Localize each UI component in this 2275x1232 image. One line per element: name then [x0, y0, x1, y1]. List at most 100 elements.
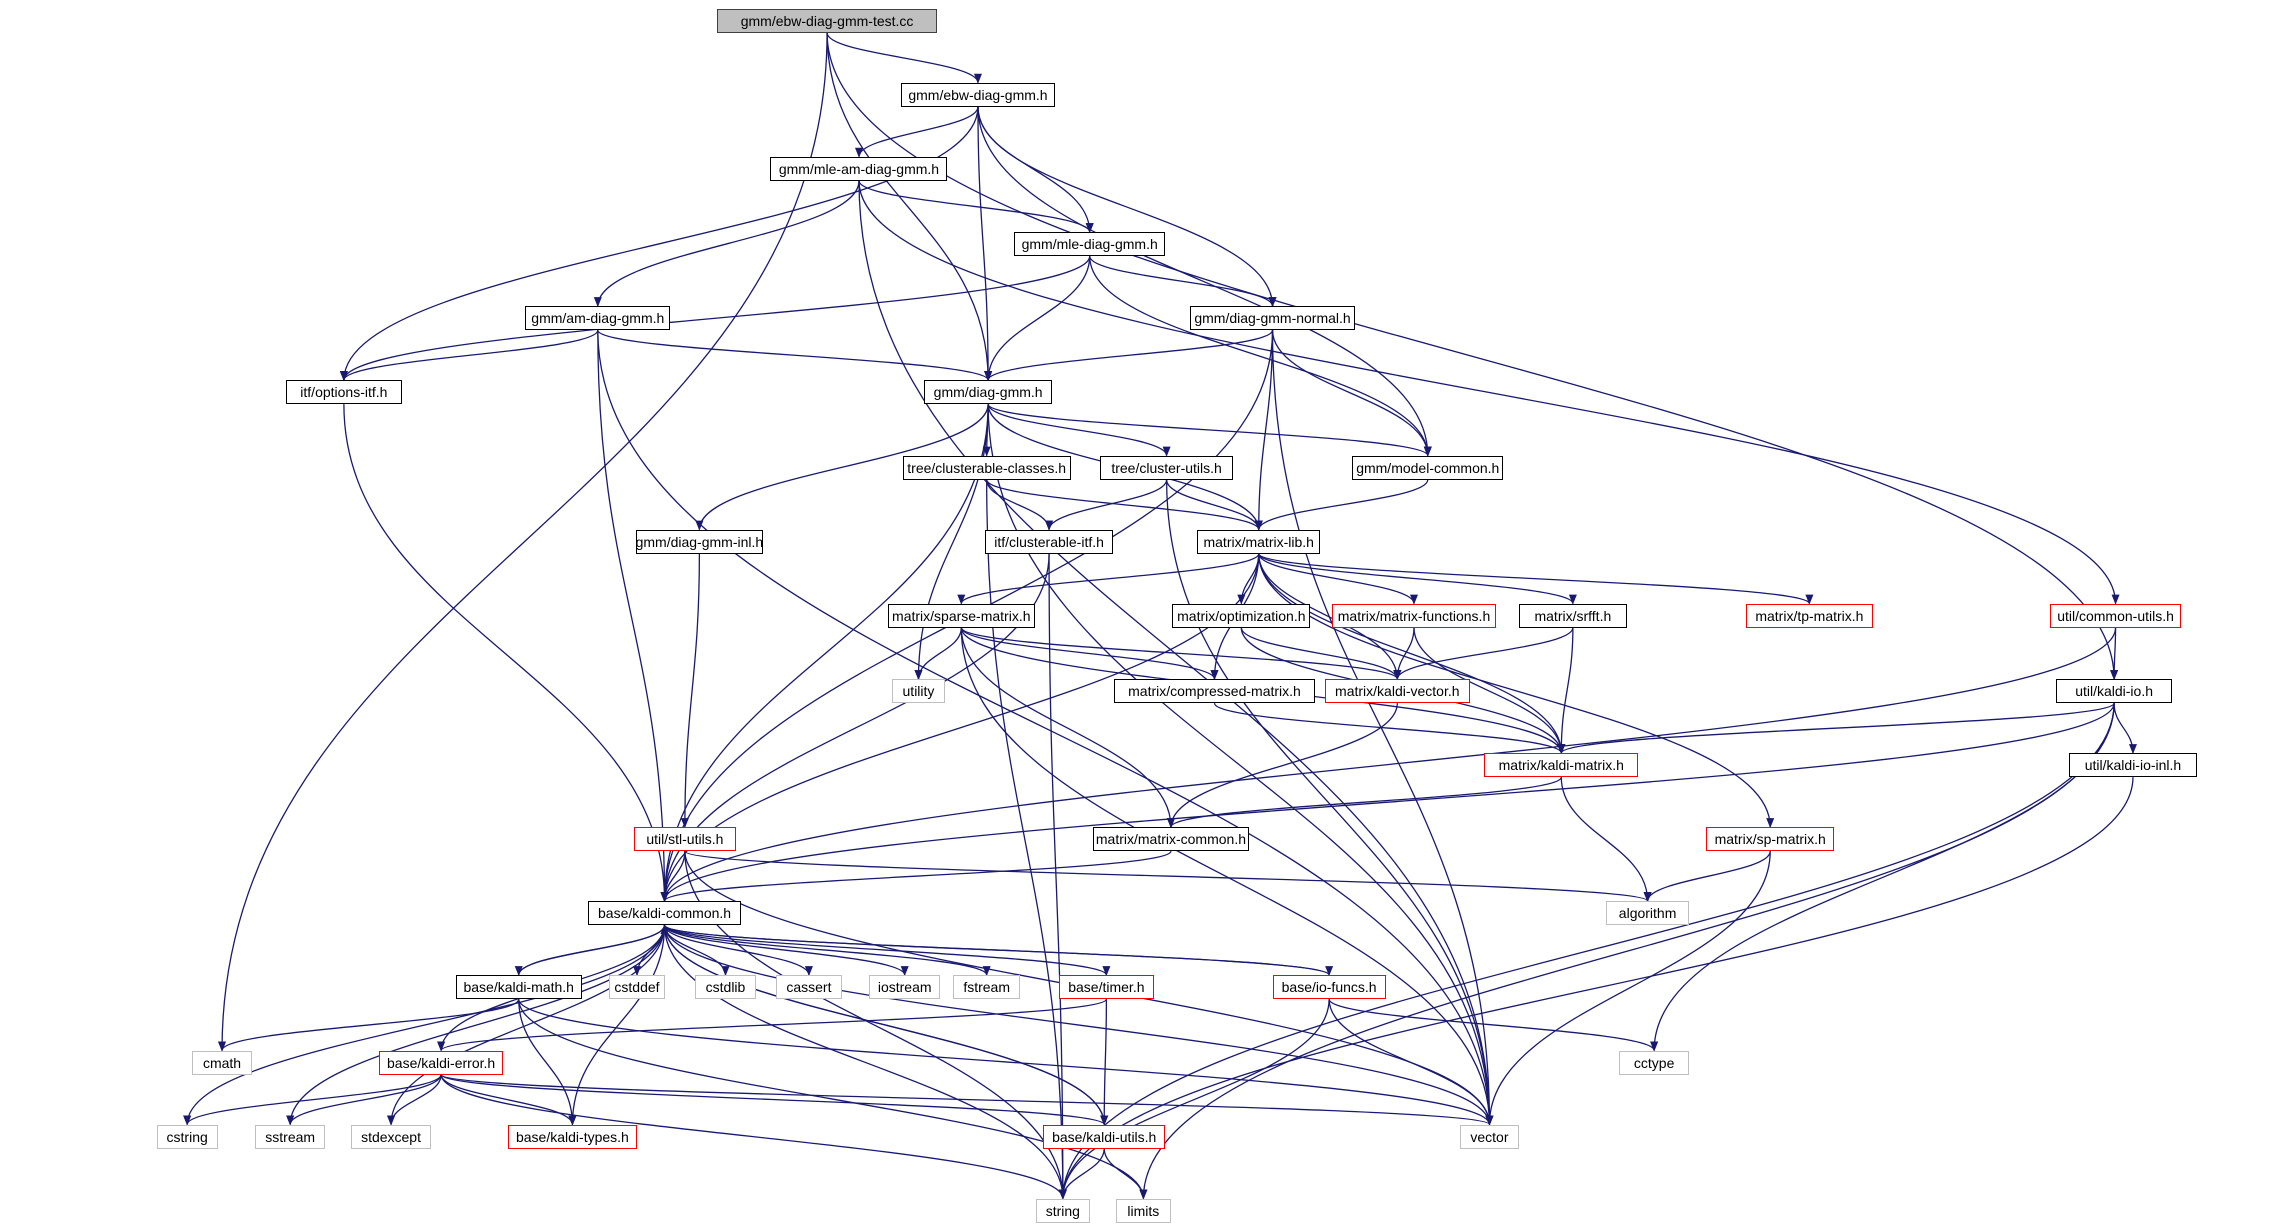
node-compressed[interactable]: matrix/compressed-matrix.h [1114, 679, 1315, 704]
node-normal[interactable]: gmm/diag-gmm-normal.h [1189, 306, 1356, 331]
node-label: matrix/optimization.h [1177, 607, 1306, 624]
node-ktypes[interactable]: base/kaldi-types.h [507, 1124, 637, 1149]
edge-normal-to-modelcommon [1271, 330, 1432, 457]
edge-mlediag-to-options [340, 256, 1091, 382]
node-mleam[interactable]: gmm/mle-am-diag-gmm.h [770, 156, 948, 181]
node-kvector[interactable]: matrix/kaldi-vector.h [1324, 679, 1470, 704]
edge-amdiag-to-options [339, 329, 599, 382]
edge-commonutils-to-kcommon [660, 627, 2117, 903]
edge-layer [183, 32, 2137, 1200]
edge-mleam-to-mlediag [858, 180, 1094, 234]
edge-commonutils-to-kaldiio [2110, 627, 2119, 681]
edge-matlib-to-kmatrix [1258, 553, 1566, 755]
node-label: matrix/kaldi-matrix.h [1498, 757, 1624, 774]
node-label: cstdlib [705, 979, 746, 996]
node-limits: limits [1115, 1198, 1171, 1223]
node-ebw[interactable]: gmm/ebw-diag-gmm.h [901, 82, 1055, 107]
edge-kmath-to-cmath [218, 998, 520, 1052]
node-srfft[interactable]: matrix/srfft.h [1519, 603, 1627, 628]
edge-root-to-cmath [218, 32, 828, 1052]
edge-mlediag-to-modelcommon [1089, 256, 1432, 457]
node-diaggmm[interactable]: gmm/diag-gmm.h [924, 380, 1052, 405]
node-options[interactable]: itf/options-itf.h [285, 380, 402, 405]
node-kaldiio[interactable]: util/kaldi-io.h [2056, 679, 2173, 704]
edge-stlutils-to-algorithm [684, 850, 1652, 903]
node-modelcommon[interactable]: gmm/model-common.h [1352, 455, 1504, 480]
edge-stlutils-to-string [684, 851, 1067, 1200]
node-label: fstream [963, 979, 1010, 996]
node-label: util/kaldi-io-inl.h [2084, 757, 2182, 774]
edge-sparse-to-vector [960, 627, 1494, 1126]
node-amdiag[interactable]: gmm/am-diag-gmm.h [525, 306, 671, 331]
edge-kcommon-to-stdexcept [387, 925, 666, 1126]
node-diaginl[interactable]: gmm/diag-gmm-inl.h [635, 529, 764, 554]
edge-kutils-to-limits [1103, 1148, 1148, 1200]
edge-clitf-to-string [1048, 553, 1067, 1200]
node-root[interactable]: gmm/ebw-diag-gmm-test.cc [716, 8, 938, 33]
edge-timer-to-kutils [1100, 999, 1109, 1126]
edge-kutils-to-kcommon [660, 924, 1105, 1125]
node-label: gmm/diag-gmm.h [933, 384, 1043, 401]
node-clutils[interactable]: tree/cluster-utils.h [1099, 455, 1234, 480]
node-label: gmm/ebw-diag-gmm-test.cc [740, 12, 914, 29]
node-clclasses[interactable]: tree/clusterable-classes.h [902, 455, 1071, 480]
node-clitf[interactable]: itf/clusterable-itf.h [985, 529, 1113, 554]
node-cstddef: cstddef [609, 975, 665, 1000]
node-label: base/io-funcs.h [1281, 979, 1377, 996]
node-label: itf/clusterable-itf.h [994, 533, 1104, 550]
node-label: tree/cluster-utils.h [1111, 459, 1222, 476]
edge-kcommon-to-fstream [663, 924, 991, 977]
node-utility: utility [892, 679, 945, 704]
edge-kioinl-to-string [1058, 777, 2134, 1200]
edge-clutils-to-vector [1165, 479, 1494, 1126]
edge-mlediag-to-normal [1089, 255, 1277, 308]
edge-kvector-to-matcommon [1166, 703, 1398, 829]
edge-iofuncs-to-string [1058, 999, 1330, 1200]
edge-kmath-to-vector [518, 998, 1494, 1126]
edge-mlediag-to-diaggmm [984, 256, 1091, 382]
node-stlutils[interactable]: util/stl-utils.h [634, 827, 736, 852]
node-string: string [1036, 1198, 1090, 1223]
edge-diaggmm-to-modelcommon [987, 403, 1432, 457]
node-matfunc[interactable]: matrix/matrix-functions.h [1332, 603, 1496, 628]
node-label: matrix/compressed-matrix.h [1128, 683, 1301, 700]
edge-iofuncs-to-kcommon [660, 924, 1330, 976]
node-matcommon[interactable]: matrix/matrix-common.h [1092, 827, 1250, 852]
edge-options-to-kcommon [343, 404, 669, 903]
edge-kaldiio-to-kmatrix [1557, 702, 2115, 755]
node-kutils[interactable]: base/kaldi-utils.h [1043, 1124, 1166, 1149]
edge-amdiag-to-kcommon [597, 330, 669, 903]
node-sparse[interactable]: matrix/sparse-matrix.h [888, 603, 1035, 628]
node-iofuncs[interactable]: base/io-funcs.h [1272, 975, 1386, 1000]
edge-kcommon-to-string [663, 925, 1067, 1200]
node-label: tree/clusterable-classes.h [907, 459, 1067, 476]
node-label: matrix/srfft.h [1534, 607, 1612, 624]
node-matlib[interactable]: matrix/matrix-lib.h [1197, 529, 1321, 554]
node-optim[interactable]: matrix/optimization.h [1172, 603, 1311, 628]
node-label: util/common-utils.h [2057, 607, 2174, 624]
node-kerror[interactable]: base/kaldi-error.h [378, 1050, 504, 1075]
edge-matlib-to-kvector [1258, 553, 1402, 681]
edge-kcommon-to-cassert [663, 924, 813, 977]
node-mlediag[interactable]: gmm/mle-diag-gmm.h [1014, 232, 1166, 257]
edge-diaggmm-to-clutils [987, 403, 1171, 457]
edge-normal-to-matlib [1254, 330, 1274, 531]
node-commonutils[interactable]: util/common-utils.h [2050, 603, 2181, 628]
node-cctype: cctype [1619, 1050, 1689, 1075]
node-timer[interactable]: base/timer.h [1059, 975, 1154, 1000]
node-kcommon[interactable]: base/kaldi-common.h [587, 901, 742, 926]
node-kioinl[interactable]: util/kaldi-io-inl.h [2069, 753, 2197, 778]
edge-ebw-to-mleam [855, 106, 979, 158]
node-kmatrix[interactable]: matrix/kaldi-matrix.h [1484, 753, 1639, 778]
edge-clutils-to-clitf [1045, 479, 1168, 531]
node-vector: vector [1459, 1124, 1520, 1149]
edge-root-to-kaldiio [826, 32, 2119, 681]
node-spmat[interactable]: matrix/sp-matrix.h [1706, 827, 1835, 852]
node-label: cstring [166, 1128, 208, 1145]
edge-sparse-to-compressed [960, 627, 1219, 681]
node-label: matrix/matrix-common.h [1095, 831, 1247, 848]
node-label: util/stl-utils.h [646, 831, 724, 848]
node-kmath[interactable]: base/kaldi-math.h [455, 975, 582, 1000]
node-tpmat[interactable]: matrix/tp-matrix.h [1745, 603, 1874, 628]
